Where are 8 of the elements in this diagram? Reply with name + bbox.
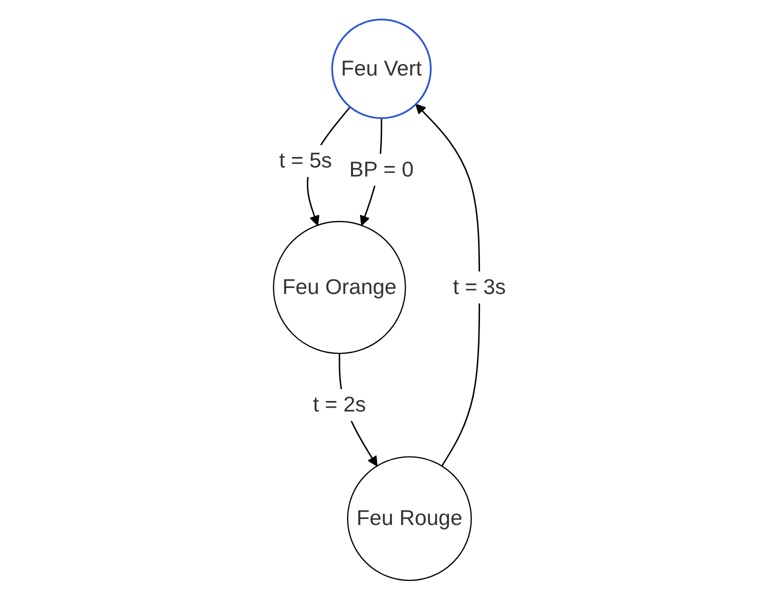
arrow (415, 104, 480, 466)
edge-label: t = 2s (312, 392, 366, 416)
node-circle: Feu Vert (331, 18, 432, 120)
edge-label: t = 3s (452, 275, 506, 299)
node-circle: Feu Rouge (346, 456, 472, 582)
edge-label: t = 5s (278, 148, 332, 172)
edge-label: BP = 0 (349, 157, 414, 182)
node-circle: Feu Orange (272, 220, 406, 354)
